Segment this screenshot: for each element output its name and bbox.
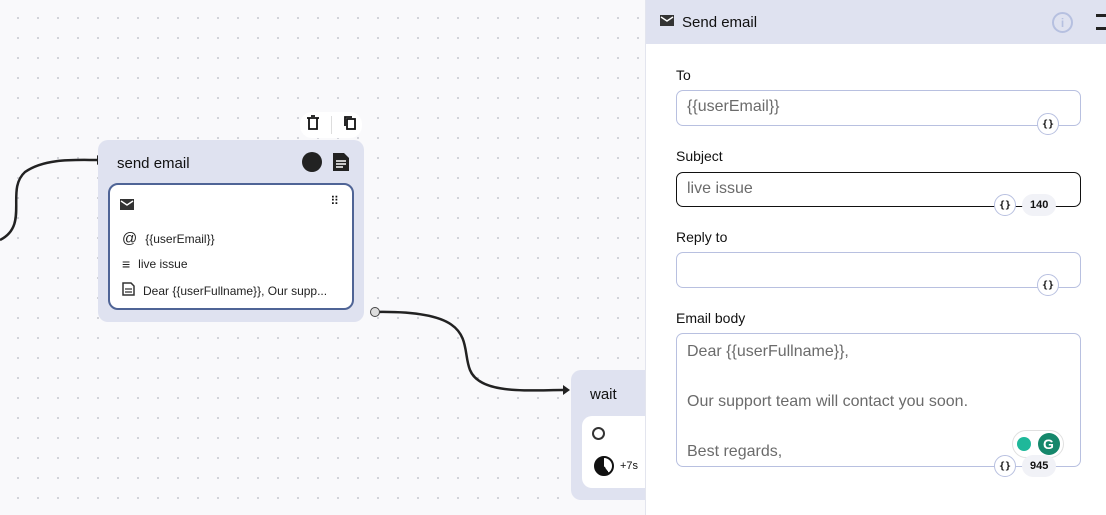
email-card[interactable]: ⠿ @ {{userEmail}} ≡ live issue Dear {{user… (108, 183, 354, 310)
divider (330, 116, 332, 134)
node-title: wait (590, 386, 617, 403)
document-icon[interactable] (332, 152, 350, 177)
timer-icon (592, 427, 605, 440)
subject-label: Subject (676, 148, 723, 164)
body-document-icon (122, 282, 135, 299)
send-email-node[interactable]: send email ⠿ @ {{userEmail}} ≡ live issue … (98, 140, 364, 322)
body-line (687, 364, 1070, 389)
node-toolbar (300, 112, 362, 138)
ai-brain-icon[interactable] (302, 152, 322, 172)
body-line: Our support team will contact you soon. (687, 393, 969, 410)
recipient-text: {{userEmail}} (145, 231, 215, 246)
delete-icon[interactable] (306, 114, 320, 136)
subject-lines-icon: ≡ (122, 256, 131, 272)
body-variable-button[interactable]: {} (994, 455, 1016, 477)
reply-to-input[interactable] (676, 252, 1081, 288)
duration-text: +7s (620, 460, 639, 472)
duplicate-icon[interactable] (343, 115, 357, 136)
to-label: To (676, 67, 691, 83)
body-line: Dear {{userFullname}}, (687, 343, 849, 360)
arrow-head (563, 385, 570, 395)
panel-title: Send email (682, 13, 758, 31)
reply-to-variable-button[interactable]: {} (1037, 274, 1059, 296)
edge-into-send-email (0, 158, 98, 242)
reply-to-label: Reply to (676, 229, 728, 245)
email-body-label: Email body (676, 310, 746, 326)
wait-card[interactable]: +7s (582, 416, 645, 488)
output-handle (370, 307, 380, 317)
info-icon[interactable]: i (1052, 12, 1073, 33)
at-icon: @ (122, 230, 138, 247)
lightbulb-icon[interactable] (1016, 437, 1031, 451)
body-line (687, 414, 1070, 439)
collapse-panel-icon[interactable] (1096, 14, 1106, 30)
subject-variable-button[interactable]: {} (994, 194, 1016, 216)
panel-header: Send email i (646, 0, 1106, 44)
edges (0, 155, 570, 395)
duration-chip: +7s (594, 456, 638, 476)
body-preview-text: Dear {{userFullname}}, Our supp... (143, 283, 328, 298)
node-title: send email (117, 155, 190, 172)
drag-handle-icon[interactable]: ⠿ (330, 194, 339, 208)
workflow-canvas[interactable]: send email ⠿ @ {{userEmail}} ≡ live issue … (0, 0, 645, 515)
email-body-textarea[interactable]: Dear {{userFullname}}, Our support team … (676, 333, 1081, 467)
subject-text: live issue (138, 257, 188, 271)
envelope-icon (120, 197, 134, 215)
grammarly-widget[interactable]: G (1012, 430, 1064, 458)
subject-input[interactable]: live issue (676, 172, 1081, 207)
subject-char-count: 140 (1022, 194, 1057, 216)
body-line: Best regards, (687, 443, 783, 460)
to-variable-button[interactable]: {} (1037, 113, 1059, 135)
body-char-count: 945 (1022, 455, 1057, 477)
envelope-icon (660, 13, 674, 31)
settings-panel: Send email i To {{userEmail}} {} Subject… (645, 0, 1106, 515)
to-input[interactable]: {{userEmail}} (676, 90, 1081, 126)
edge-send-email-to-wait (374, 310, 564, 392)
timer-icon (594, 456, 614, 476)
wait-node[interactable]: wait +7s (571, 370, 645, 500)
grammarly-icon[interactable]: G (1037, 433, 1060, 455)
